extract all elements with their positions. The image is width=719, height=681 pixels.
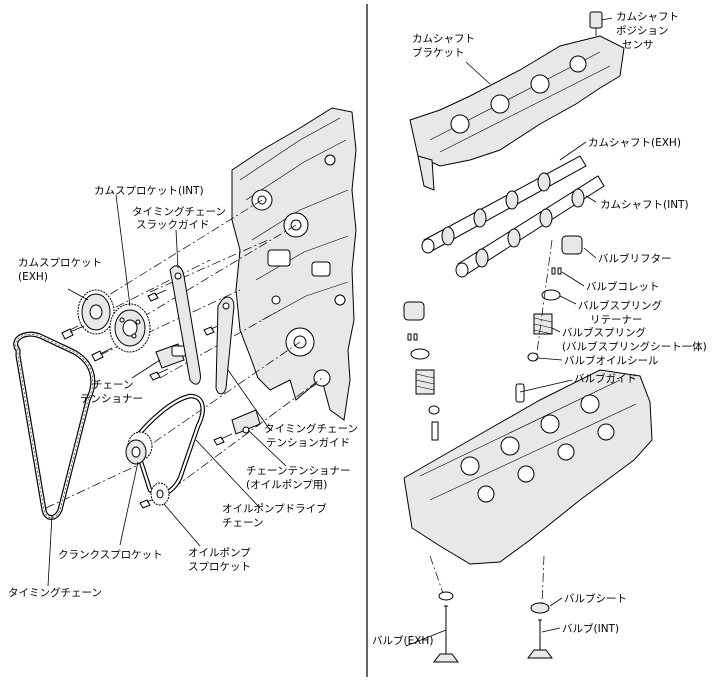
label-valve-spring-2: (バルブスプリングシート一体) [562,340,707,353]
slack-guide [169,265,201,385]
valve-parts-exh [403,301,440,441]
tension-guide [215,296,235,395]
label-oilpump-chain-1: オイルポンプドライブ [222,502,327,515]
cylinder-head [403,369,653,565]
label-valve-lifter: バルブリフター [598,252,672,265]
label-camsprocket-exh-2: (EXH) [18,271,48,283]
label-valve-exh: バルブ(EXH) [372,634,433,647]
label-camshaft-bracket-1: カムシャフト [412,33,475,45]
label-timing-chain: タイミングチェーン [8,586,102,599]
label-oilpump-sprocket-2: スプロケット [188,561,251,573]
label-valve-guide: バルブガイド [574,372,637,385]
label-chain-tensioner-1: チェーン [92,379,133,391]
valve-lifter-exh [403,301,425,321]
valve-lifter-int [561,235,583,255]
label-camshaft-exh: カムシャフト(EXH) [588,137,681,149]
crank-sprocket [125,431,153,465]
label-cam-sensor-3: センサ [622,39,654,51]
cam-position-sensor [589,11,603,36]
leader-lines-left [47,194,287,587]
label-valve-retainer-1: バルブスプリング [578,299,662,312]
oilpump-tensioner [231,409,261,435]
label-slack-guide-1: タイミングチェーン [132,205,226,218]
label-cam-sensor-1: カムシャフト [616,11,679,23]
oilpump-sprocket [150,482,170,506]
label-cam-sensor-2: ポジション [616,25,669,37]
timing-chain [13,331,96,520]
label-oilpump-chain-2: チェーン [222,517,263,529]
label-camshaft-int: カムシャフト(INT) [600,199,689,211]
valves [433,591,553,663]
camsprocket-exh [77,289,115,335]
labels-right: カムシャフト ブラケット カムシャフト ポジション センサ カムシャフト(EXH… [372,11,707,647]
camshaft-bracket [409,35,625,191]
camsprocket-int [109,303,151,353]
leader-lines-right [405,17,613,647]
label-chain-tensioner-2: テンショナー [80,393,143,405]
label-crank-sprocket: クランクスプロケット [58,549,163,561]
engine-block [231,107,357,421]
label-valve-spring-1: バルブスプリング [562,326,646,339]
bolts [61,289,233,509]
label-valve-collet: バルブコレット [586,280,660,293]
right-panel-valvetrain: カムシャフト ブラケット カムシャフト ポジション センサ カムシャフト(EXH… [372,11,707,663]
left-panel-timing-chain: カムスプロケット(INT) タイミングチェーン スラックガイド カムスプロケット… [8,107,358,599]
label-camshaft-bracket-2: ブラケット [412,46,465,59]
label-valve-seat: バルブシート [564,592,627,605]
label-tension-guide-2: テンションガイド [266,437,350,449]
label-oilpump-sprocket-1: オイルポンプ [188,547,251,559]
label-slack-guide-2: スラックガイド [136,219,210,231]
label-camsprocket-int: カムスプロケット(INT) [94,185,204,197]
label-camsprocket-exh-1: カムスプロケット [18,257,102,269]
camshaft-exh [421,155,587,254]
labels-left: カムスプロケット(INT) タイミングチェーン スラックガイド カムスプロケット… [8,185,358,599]
label-oilpump-tensioner-1: チェーンテンショナー [246,465,350,477]
label-tension-guide-1: タイミングチェーン [264,422,358,435]
label-valve-int: バルブ(INT) [562,622,619,635]
label-oilpump-tensioner-2: (オイルポンプ用) [246,479,327,491]
label-valve-retainer-2: リテーナー [590,314,643,326]
label-valve-oil-seal: バルブオイルシール [564,354,659,367]
camshaft-int [455,175,605,278]
alignment-lines-right [429,239,553,605]
valve-parts-int [527,235,583,362]
